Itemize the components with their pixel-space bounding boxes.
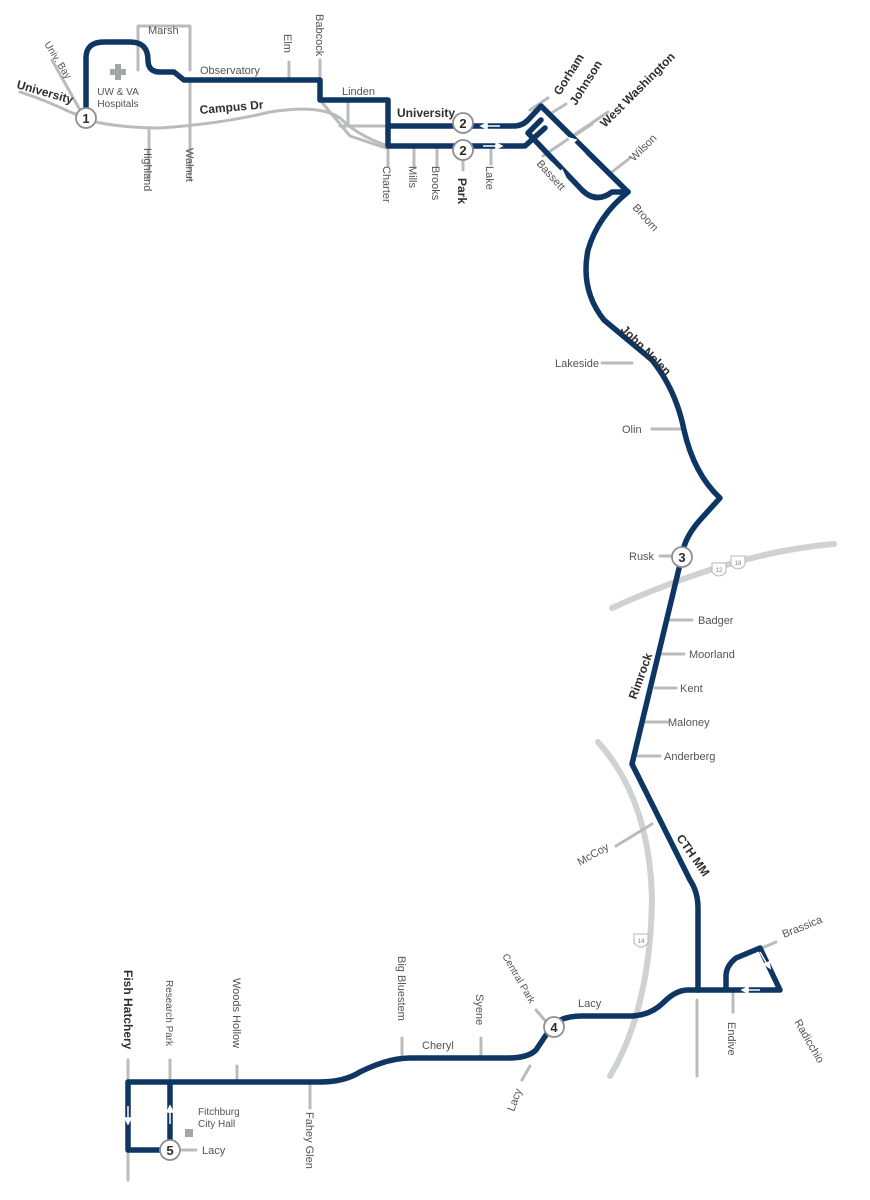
street-label-highland: Highland [141, 148, 153, 191]
street-label-lacy-bottom: Lacy [202, 1145, 226, 1157]
street-label-kent: Kent [680, 683, 703, 695]
highway-us14 [595, 739, 656, 1079]
street-label-fahey-glen: Fahey Glen [303, 1112, 315, 1169]
stop-2-eastbound[interactable]: 2 [452, 139, 474, 161]
street-label-lacy-southwest: Lacy [506, 1087, 525, 1113]
street-label-babcock: Babcock [313, 14, 325, 57]
us14-shield-label: 14 [638, 939, 645, 945]
street-label-woods-hollow: Woods Hollow [230, 978, 242, 1048]
street-label-elm: Elm [281, 34, 293, 53]
stop-3[interactable]: 3 [671, 546, 693, 568]
stop-2b-number: 2 [459, 143, 466, 158]
street-label-observatory: Observatory [200, 65, 260, 77]
city-hall-label-line2: City Hall [198, 1119, 235, 1130]
stop-5[interactable]: 5 [159, 1139, 181, 1161]
stop-1[interactable]: 1 [75, 107, 97, 129]
street-label-moorland: Moorland [689, 649, 735, 661]
street-label-linden: Linden [342, 86, 375, 98]
street-label-anderberg: Anderberg [664, 751, 715, 763]
street-label-lake: Lake [483, 166, 495, 190]
street-labels: University Univ. Bay Marsh Elm Babcock O… [15, 14, 826, 1169]
street-label-research-park: Research Park [163, 980, 174, 1047]
stop-5-number: 5 [166, 1143, 173, 1158]
stop-4[interactable]: 4 [543, 1016, 565, 1038]
street-label-cheryl: Cheryl [422, 1040, 454, 1052]
street-label-park: Park [455, 178, 469, 204]
us12-shield-icon: 12 [711, 562, 727, 577]
stop-3-number: 3 [678, 550, 685, 565]
street-label-wilson: Wilson [628, 132, 660, 164]
street-label-endive: Endive [725, 1022, 737, 1056]
street-label-syene: Syene [473, 994, 485, 1025]
street-label-marsh: Marsh [148, 25, 179, 37]
direction-arrows [123, 121, 772, 1126]
street-label-badger: Badger [698, 615, 734, 627]
street-label-john-nolen: John Nolen [618, 322, 674, 378]
city-hall-landmark: Fitchburg City Hall [185, 1107, 240, 1137]
us18-shield-icon: 18 [730, 555, 746, 570]
stop-2a-number: 2 [459, 116, 466, 131]
street-label-brooks: Brooks [429, 166, 441, 201]
street-label-university-east: University [397, 106, 455, 120]
street-label-campus-dr: Campus Dr [199, 97, 264, 117]
hospital-label-line1: UW & VA [97, 87, 139, 98]
street-label-west-washington: West Washington [597, 50, 678, 131]
stop-4-number: 4 [550, 1020, 558, 1035]
us14-shield-icon: 14 [633, 933, 649, 948]
street-label-mills: Mills [406, 166, 418, 188]
street-label-radicchio: Radicchio [791, 1018, 826, 1066]
us-highway-shields: 12 18 14 [633, 555, 746, 948]
streets [18, 24, 778, 1182]
hospital-landmark: UW & VA Hospitals [97, 64, 139, 110]
street-label-lakeside: Lakeside [555, 358, 599, 370]
hospital-cross-icon [110, 64, 126, 80]
building-square-icon [185, 1129, 193, 1137]
city-hall-label-line1: Fitchburg [198, 1107, 240, 1118]
street-label-brassica: Brassica [781, 914, 825, 941]
street-label-fish-hatchery: Fish Hatchery [121, 970, 135, 1050]
stop-2-westbound[interactable]: 2 [452, 112, 474, 134]
street-label-central-park: Central Park [499, 952, 537, 1006]
street-label-maloney: Maloney [668, 717, 710, 729]
street-label-broom: Broom [630, 202, 661, 234]
street-label-olin: Olin [622, 424, 642, 436]
us12-shield-label: 12 [716, 568, 723, 574]
street-label-rusk: Rusk [629, 551, 655, 563]
street-label-walnut: Walnut [183, 148, 195, 182]
us18-shield-label: 18 [735, 561, 742, 567]
street-label-mccoy: McCoy [576, 841, 612, 869]
street-label-charter: Charter [380, 166, 392, 203]
street-label-big-bluestem: Big Bluestem [395, 956, 407, 1021]
highway-us12-18 [609, 541, 837, 611]
bus-route-line [83, 39, 783, 1153]
street-label-lacy-east: Lacy [578, 998, 602, 1010]
stop-1-number: 1 [82, 111, 89, 126]
hospital-label-line2: Hospitals [97, 99, 138, 110]
street-label-univ-bay: Univ. Bay [41, 40, 73, 82]
